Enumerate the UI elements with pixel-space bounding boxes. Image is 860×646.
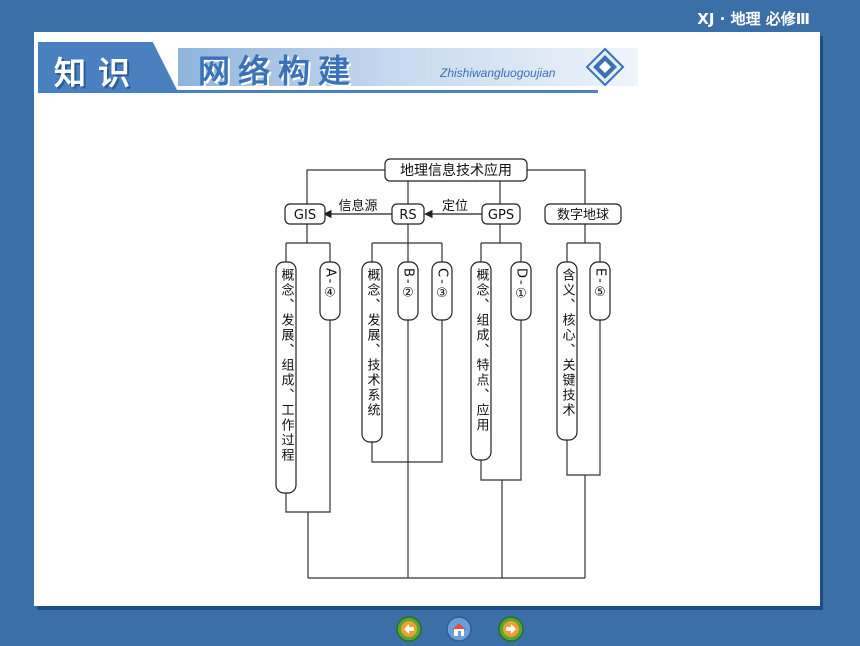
node-gis: GIS — [284, 203, 326, 225]
card-de-e-text: E-⑤ — [593, 268, 608, 302]
slide-panel — [34, 32, 820, 606]
node-gis-label: GIS — [294, 208, 316, 223]
prev-icon — [396, 616, 422, 642]
card-gis-a: A-④ — [319, 261, 341, 321]
card-gps-concept: 概念、组成、特点、应用 — [470, 261, 492, 461]
banner-chip-text: 知识 — [54, 54, 143, 92]
node-rs: RS — [391, 203, 425, 225]
node-digital-earth-label: 数字地球 — [557, 208, 609, 223]
card-rs-b: B-② — [397, 261, 419, 321]
home-icon — [446, 616, 472, 642]
next-button[interactable] — [498, 616, 524, 642]
next-icon — [498, 616, 524, 642]
node-digital-earth: 数字地球 — [544, 203, 622, 225]
root-node: 地理信息技术应用 — [384, 158, 528, 182]
card-gis-concept: 概念、发展、组成、工作过程 — [275, 261, 297, 494]
card-gps-d-text: D-① — [514, 268, 529, 304]
card-gps-d: D-① — [510, 261, 532, 321]
banner-chip — [38, 42, 178, 92]
node-gps: GPS — [481, 203, 521, 225]
card-gis-concept-text: 概念、发展、组成、工作过程 — [279, 268, 295, 463]
edge-label-info-source: 信息源 — [338, 198, 377, 214]
card-rs-c-text: C-③ — [435, 268, 450, 303]
root-node-label: 地理信息技术应用 — [400, 162, 512, 179]
card-rs-concept-text: 概念、发展、技术系统 — [365, 268, 381, 418]
banner-title: 网络构建 — [198, 52, 359, 90]
node-gps-label: GPS — [488, 208, 514, 223]
banner-pinyin: Zhishiwangluogoujian — [440, 66, 556, 80]
diamond-icon — [585, 47, 625, 87]
edge-label-positioning: 定位 — [442, 199, 468, 214]
node-rs-label: RS — [399, 208, 416, 223]
card-rs-concept: 概念、发展、技术系统 — [361, 261, 383, 443]
card-rs-c: C-③ — [431, 261, 453, 321]
card-de-e: E-⑤ — [589, 261, 611, 321]
section-banner: 知识 网络构建 Zhishiwangluogoujian — [38, 42, 638, 93]
home-button[interactable] — [446, 616, 472, 642]
course-label: XJ · 地理 必修Ⅲ — [697, 10, 810, 28]
card-de-concept: 含义、核心、关键技术 — [556, 261, 578, 441]
card-gis-a-text: A-④ — [323, 268, 338, 302]
card-gps-concept-text: 概念、组成、特点、应用 — [474, 268, 490, 433]
card-de-concept-text: 含义、核心、关键技术 — [560, 267, 576, 418]
prev-button[interactable] — [396, 616, 422, 642]
card-rs-b-text: B-② — [401, 268, 416, 303]
